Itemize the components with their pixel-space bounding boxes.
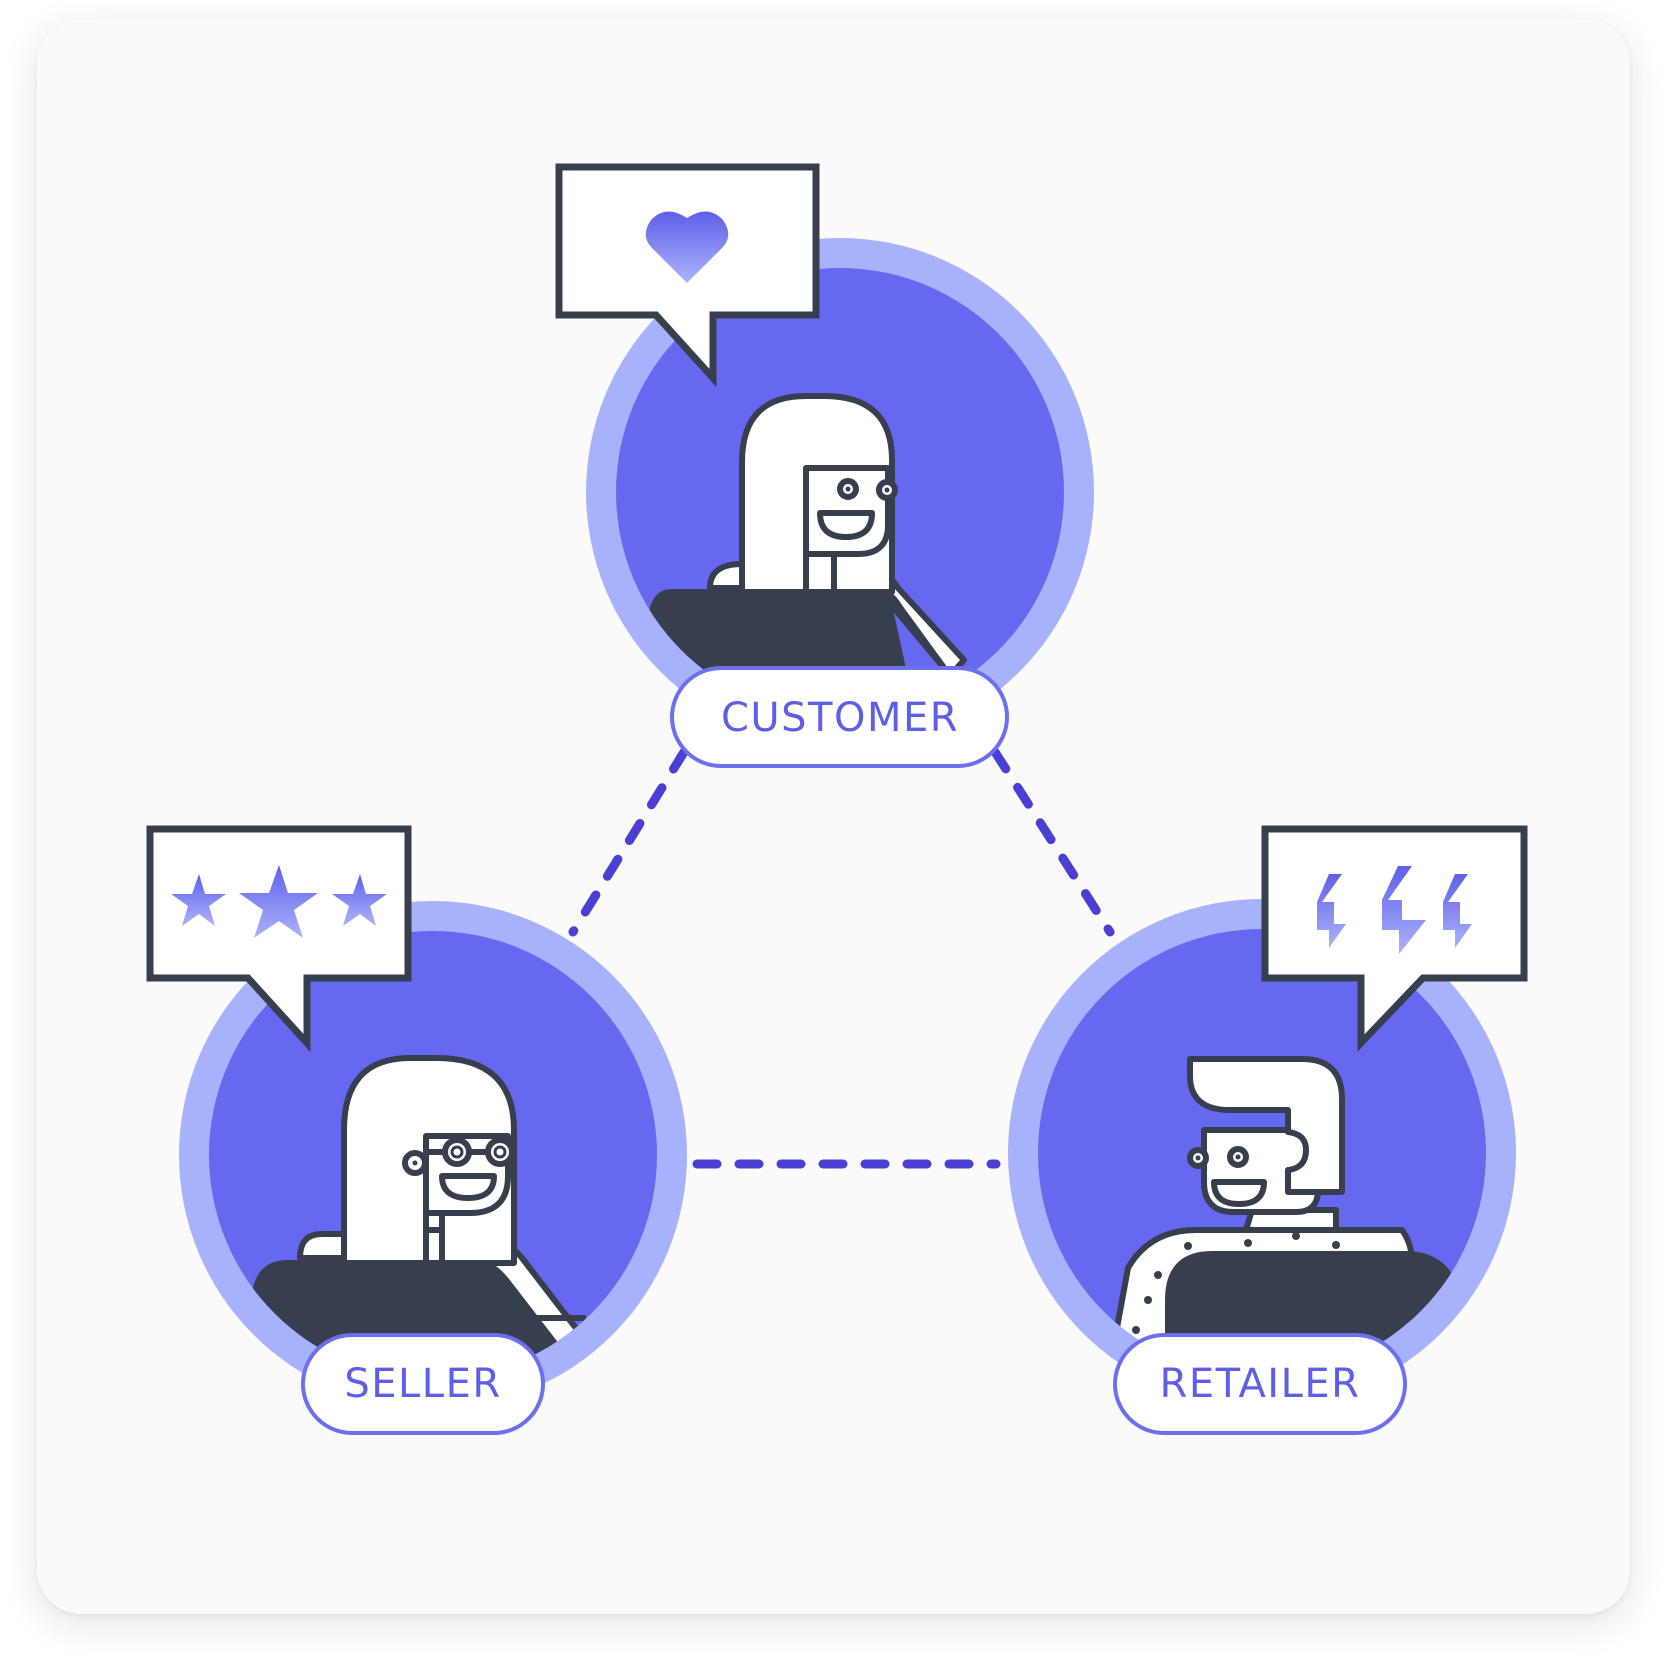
seller-label[interactable]: SELLER (301, 1333, 545, 1435)
customer-node: CUSTOMER (555, 163, 1094, 768)
seller-speech-bubble (146, 825, 412, 1053)
seller-node: SELLER (146, 825, 687, 1435)
retailer-node: RETAILER (1008, 825, 1528, 1435)
lightning-bolts-icon (1317, 866, 1472, 954)
retailer-speech-bubble (1261, 825, 1528, 1052)
customer-label-text: CUSTOMER (721, 695, 959, 741)
heart-icon (645, 211, 729, 283)
retailer-label-text: RETAILER (1160, 1361, 1361, 1407)
connector-customer-seller (568, 747, 689, 937)
seller-label-text: SELLER (344, 1361, 501, 1407)
connector-customer-retailer (990, 747, 1115, 937)
stars-icon (171, 865, 387, 938)
connectors (568, 747, 1115, 1169)
customer-label[interactable]: CUSTOMER (670, 666, 1009, 768)
customer-speech-bubble (555, 163, 820, 388)
retailer-label[interactable]: RETAILER (1113, 1333, 1407, 1435)
